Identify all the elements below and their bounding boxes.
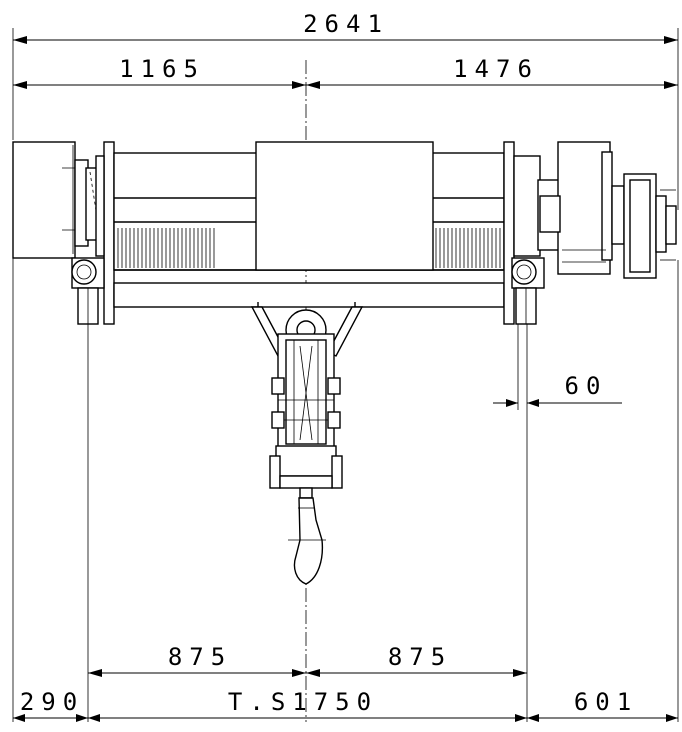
right-motor-gearbox (537, 141, 677, 279)
dim-overall-width: 2641 (303, 10, 389, 38)
dim-left-overhang: 290 (20, 688, 84, 716)
right-end-frame (503, 141, 545, 325)
rope-grooves-left (117, 228, 215, 268)
left-end-frame (71, 141, 115, 325)
dim-rail-offset: 60 (565, 372, 608, 400)
dim-center-to-right: 1476 (453, 55, 539, 83)
dim-track-span: T.S1750 (228, 688, 378, 716)
drum-center-housing (255, 141, 434, 271)
dimension-lines (13, 36, 678, 722)
dim-left-to-center: 1165 (119, 55, 205, 83)
hook-block (269, 333, 343, 499)
dimension-labels: 2641 1165 1476 60 875 875 290 T.S1750 60… (20, 10, 638, 716)
dim-half-span-left: 875 (168, 643, 232, 671)
dim-right-overhang: 601 (574, 688, 638, 716)
left-motor (12, 141, 105, 259)
dim-half-span-right: 875 (388, 643, 452, 671)
extension-lines (12, 28, 679, 722)
hook (288, 497, 326, 585)
